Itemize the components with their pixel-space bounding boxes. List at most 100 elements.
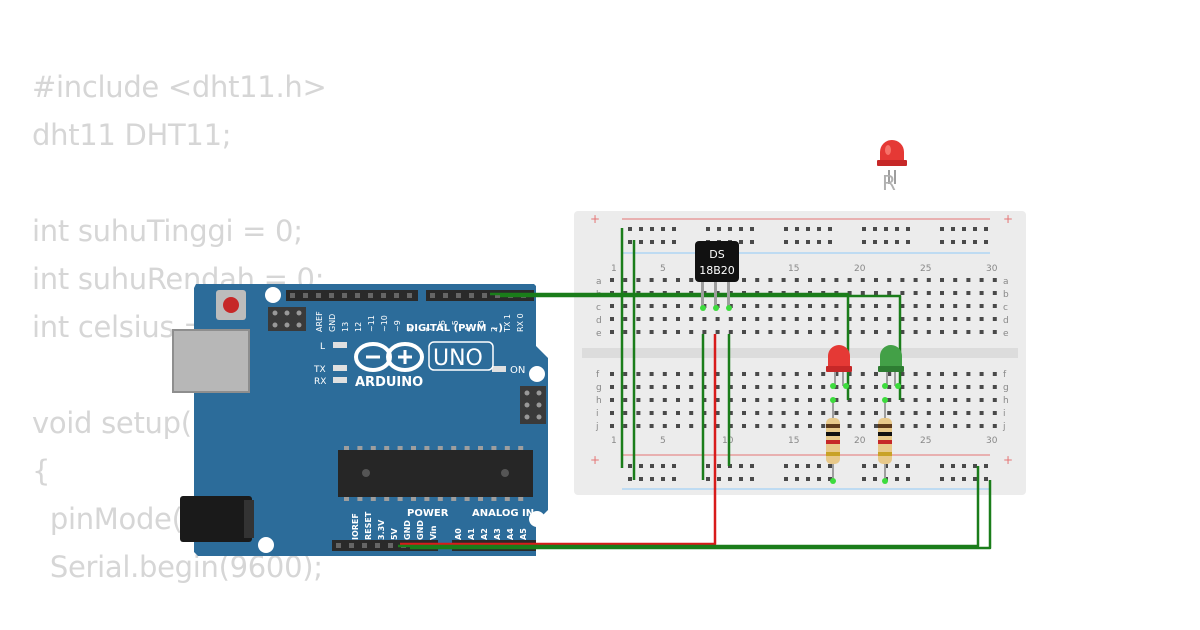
infinity-logo-icon — [354, 342, 424, 372]
resistor-1[interactable] — [826, 397, 840, 484]
tx-led — [333, 365, 347, 371]
breadboard-holes — [610, 227, 997, 481]
wire-green-gnd-2 — [410, 480, 992, 550]
digital-pin-label: ~9 — [393, 320, 402, 332]
resistor-2[interactable] — [878, 397, 892, 484]
digital-pin-label: ~11 — [367, 315, 376, 332]
power-header[interactable] — [332, 540, 438, 551]
digital-header[interactable] — [286, 290, 534, 301]
row-label-i: i — [596, 409, 599, 419]
row-label-f: f — [596, 370, 600, 380]
code-line-4: int suhuTinggi = 0; — [32, 214, 303, 248]
red-led[interactable] — [826, 345, 852, 389]
power-pin-label: Vin — [429, 525, 438, 540]
col-num-30: 30 — [986, 264, 998, 274]
row-label-b-right: b — [1003, 290, 1009, 300]
analog-in-label: ANALOG IN — [472, 508, 534, 519]
digital-pin-label: 8 — [406, 327, 415, 332]
rx-led — [333, 377, 347, 383]
analog-pin-label: A0 — [454, 528, 463, 540]
rx-led-label: RX — [314, 377, 326, 387]
col-num-5-bottom: 5 — [660, 436, 666, 446]
code-line-1: #include <dht11.h> — [32, 70, 327, 104]
power-pin-label: 3.3V — [377, 519, 386, 540]
arduino-brand-text: ARDUINO — [355, 375, 423, 390]
breadboard: + + + + 1 5 10 15 20 25 30 1 5 10 15 20 … — [574, 211, 1026, 495]
power-label: POWER — [407, 508, 449, 519]
analog-pin-label: A5 — [519, 528, 528, 540]
digital-pin-label: 7 — [425, 327, 434, 332]
rail-plus-br: + — [1003, 453, 1013, 467]
row-label-j-right: j — [1002, 422, 1006, 432]
digital-pin-label: ~3 — [477, 320, 486, 332]
digital-pin-label: 12 — [354, 322, 363, 332]
row-label-c: c — [596, 303, 601, 313]
row-label-d-right: d — [1003, 316, 1009, 326]
wires[interactable] — [398, 228, 992, 550]
model-badge — [428, 341, 494, 371]
icsp-header-right — [520, 386, 546, 424]
row-label-h-right: h — [1003, 396, 1009, 406]
mount-hole-bl — [258, 537, 274, 553]
row-label-e-right: e — [1003, 329, 1009, 339]
power-pin-label: GND — [416, 520, 425, 540]
atmega-chip — [338, 446, 533, 501]
digital-pin-label: ~10 — [380, 315, 389, 332]
icsp-header-top — [268, 307, 306, 331]
analog-pin-label: A4 — [506, 528, 515, 540]
wire-green-gnd-1 — [398, 466, 980, 548]
model-text: UNO — [433, 346, 483, 371]
digital-pin-label: 4 — [464, 327, 473, 332]
digital-pin-label: AREF — [315, 311, 324, 332]
green-led[interactable] — [878, 345, 904, 389]
power-pin-label: GND — [403, 520, 412, 540]
power-pin-label: 5V — [390, 527, 399, 540]
row-label-a: a — [596, 277, 602, 287]
digital-pin-label: ~5 — [451, 320, 460, 332]
col-num-25-bottom: 25 — [920, 436, 931, 446]
col-num-15: 15 — [788, 264, 799, 274]
sensor-label-line1: DS — [709, 248, 724, 261]
code-line-2: dht11 DHT11; — [32, 118, 232, 152]
dc-power-jack — [180, 496, 252, 542]
power-pin-label: IOREF — [351, 513, 360, 540]
usb-connector — [172, 329, 250, 393]
digital-pin-label: 2 — [490, 327, 499, 332]
digital-pin-label: TX 1 — [503, 314, 512, 333]
sensor-label-line2: 18B20 — [699, 264, 735, 277]
code-line-8: void setup() — [32, 406, 203, 440]
rail-plus-tl: + — [590, 212, 600, 226]
row-label-d: d — [596, 316, 602, 326]
power-pin-label: RESET — [364, 511, 373, 540]
reset-button-icon[interactable] — [216, 290, 246, 320]
row-label-h: h — [596, 396, 602, 406]
row-label-i-right: i — [1003, 409, 1006, 419]
on-led — [492, 366, 506, 372]
digital-pin-label: RX 0 — [516, 313, 525, 332]
row-label-g: g — [596, 383, 602, 393]
col-num-25: 25 — [920, 264, 931, 274]
mount-hole-tl — [265, 287, 281, 303]
on-led-label: ON — [510, 365, 525, 376]
row-label-g-right: g — [1003, 383, 1009, 393]
l-led-label: L — [320, 342, 325, 352]
digital-pin-label: ~6 — [438, 320, 447, 332]
floating-led[interactable]: R — [877, 140, 907, 195]
col-num-5: 5 — [660, 264, 666, 274]
code-line-10: pinMode( — [32, 502, 183, 536]
col-num-1: 1 — [611, 264, 617, 274]
l-led — [333, 342, 347, 348]
tx-led-label: TX — [313, 365, 326, 375]
rail-plus-bl: + — [590, 453, 600, 467]
row-label-c-right: c — [1003, 303, 1008, 313]
row-label-j: j — [595, 422, 599, 432]
col-num-1-bottom: 1 — [611, 436, 617, 446]
digital-pwm-label: DIGITAL (PWM ~) — [406, 323, 503, 334]
ds18b20-sensor[interactable]: DS 18B20 — [695, 241, 739, 311]
col-num-15-bottom: 15 — [788, 436, 799, 446]
rail-plus-tr: + — [1003, 212, 1013, 226]
